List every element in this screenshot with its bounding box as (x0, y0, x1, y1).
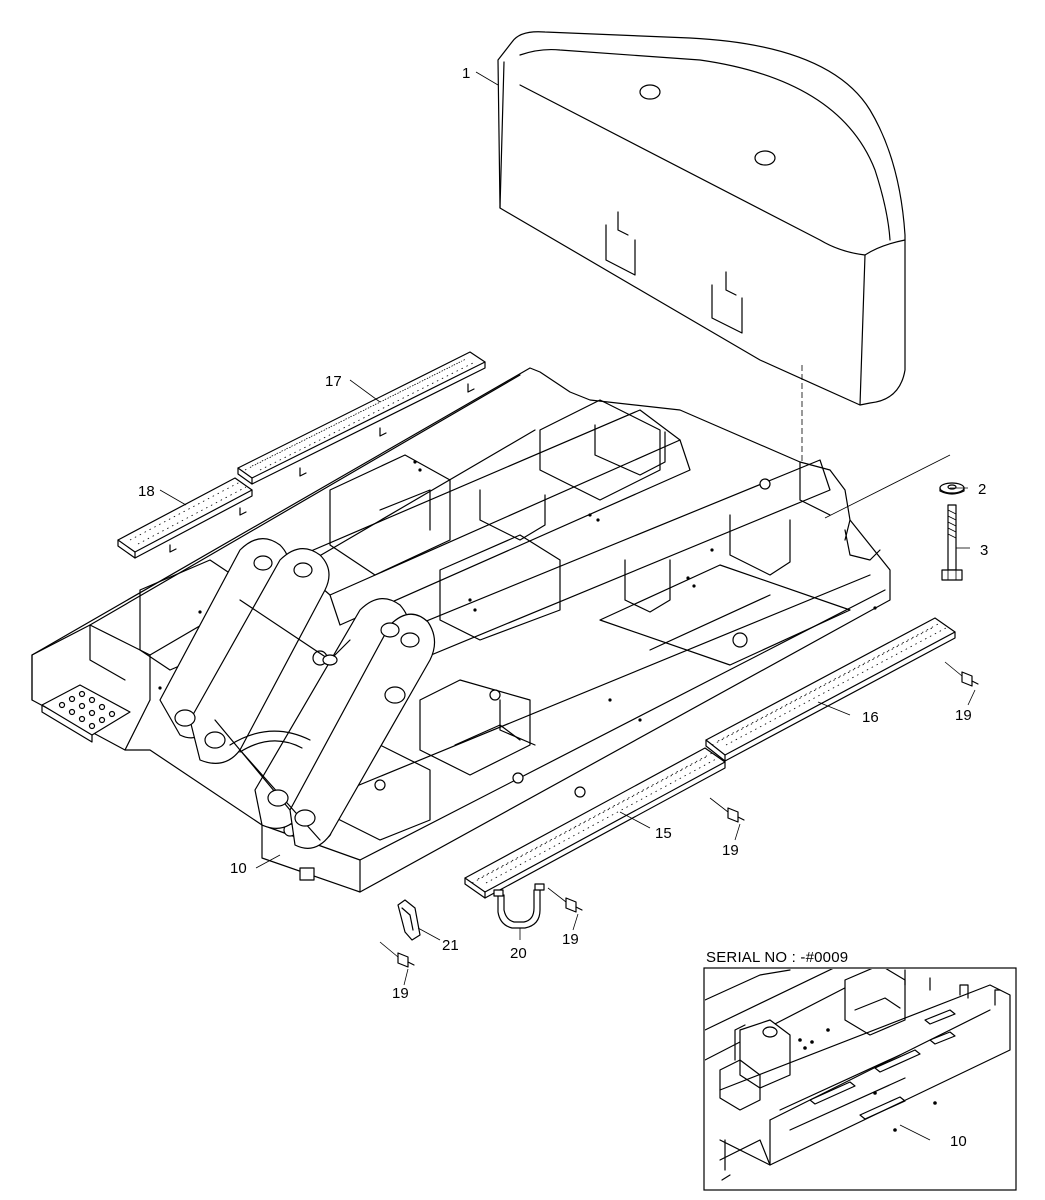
inset-label-10: 10 (950, 1133, 967, 1150)
bolt-19-mid (709, 797, 745, 823)
step-plate-17 (237, 351, 486, 485)
handle-21 (397, 899, 421, 941)
counterweight (497, 31, 906, 520)
label-17: 17 (325, 373, 342, 390)
bolt-19-left (379, 941, 415, 968)
leader-lines (159, 71, 976, 986)
label-18: 18 (138, 483, 155, 500)
step-plate-15 (464, 747, 726, 899)
serial-inset: SERIAL NO : -#0009 (703, 949, 1017, 1191)
label-19-left: 19 (392, 985, 409, 1002)
step-plate-16 (705, 617, 956, 762)
handle-20 (493, 883, 545, 929)
washer-2 (939, 482, 965, 495)
label-19-right: 19 (955, 707, 972, 724)
label-16: 16 (862, 709, 879, 726)
label-21: 21 (442, 937, 459, 954)
label-19-handle: 19 (562, 931, 579, 948)
label-1: 1 (462, 65, 470, 82)
label-3: 3 (980, 542, 988, 559)
boom-brackets (159, 538, 436, 849)
label-15: 15 (655, 825, 672, 842)
bolt-19-right (944, 661, 979, 687)
label-20: 20 (510, 945, 527, 962)
bolt-19-handle (547, 887, 583, 913)
callout-labels: 1 2 3 10 15 16 17 18 19 19 19 19 20 21 (138, 65, 988, 1002)
label-10: 10 (230, 860, 247, 877)
inset-title: SERIAL NO : -#0009 (706, 949, 848, 966)
bolt-3 (941, 504, 963, 581)
step-plate-18 (117, 477, 253, 559)
label-2: 2 (978, 481, 986, 498)
upper-frame (31, 367, 891, 893)
label-19-mid: 19 (722, 842, 739, 859)
front-step (41, 684, 131, 743)
